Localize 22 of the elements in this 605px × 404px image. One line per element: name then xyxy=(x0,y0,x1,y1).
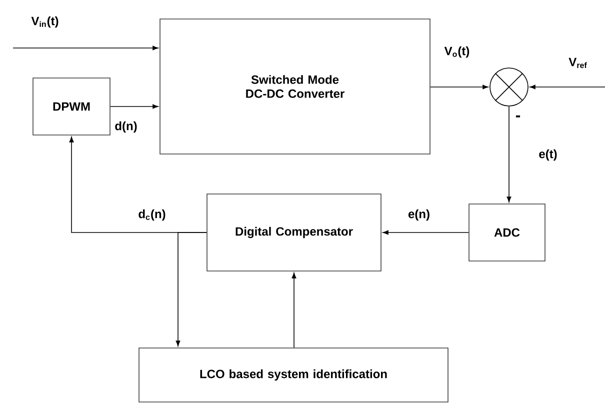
arrow xyxy=(382,230,469,235)
summing-junction xyxy=(490,68,528,106)
edge-label: V$_{ref}$ xyxy=(568,58,587,68)
edge-label: V$_{in}$(t) xyxy=(31,16,58,28)
arrow xyxy=(430,84,488,90)
edge-label: e(n) xyxy=(408,209,430,221)
minus-sign: - xyxy=(516,115,520,118)
adc-box: ADC xyxy=(468,204,546,262)
edge-label: d$_{c}$(n) xyxy=(138,209,166,221)
converter-box: Switched Mode DC-DC Converter xyxy=(160,18,430,154)
edge-label: d(n) xyxy=(115,121,137,133)
identification-box: LCO based system identification xyxy=(138,348,448,402)
arrow xyxy=(176,232,207,346)
arrow xyxy=(530,84,605,90)
arrow xyxy=(110,104,158,109)
edge-label: e(t) xyxy=(539,149,557,161)
arrow xyxy=(506,106,512,202)
dpwm-box: DPWM xyxy=(32,78,110,136)
edge-label: V$_{o}$(t) xyxy=(444,46,470,58)
arrow xyxy=(292,272,296,348)
arrow xyxy=(12,46,158,50)
compensator-box: Digital Compensator xyxy=(206,194,382,272)
